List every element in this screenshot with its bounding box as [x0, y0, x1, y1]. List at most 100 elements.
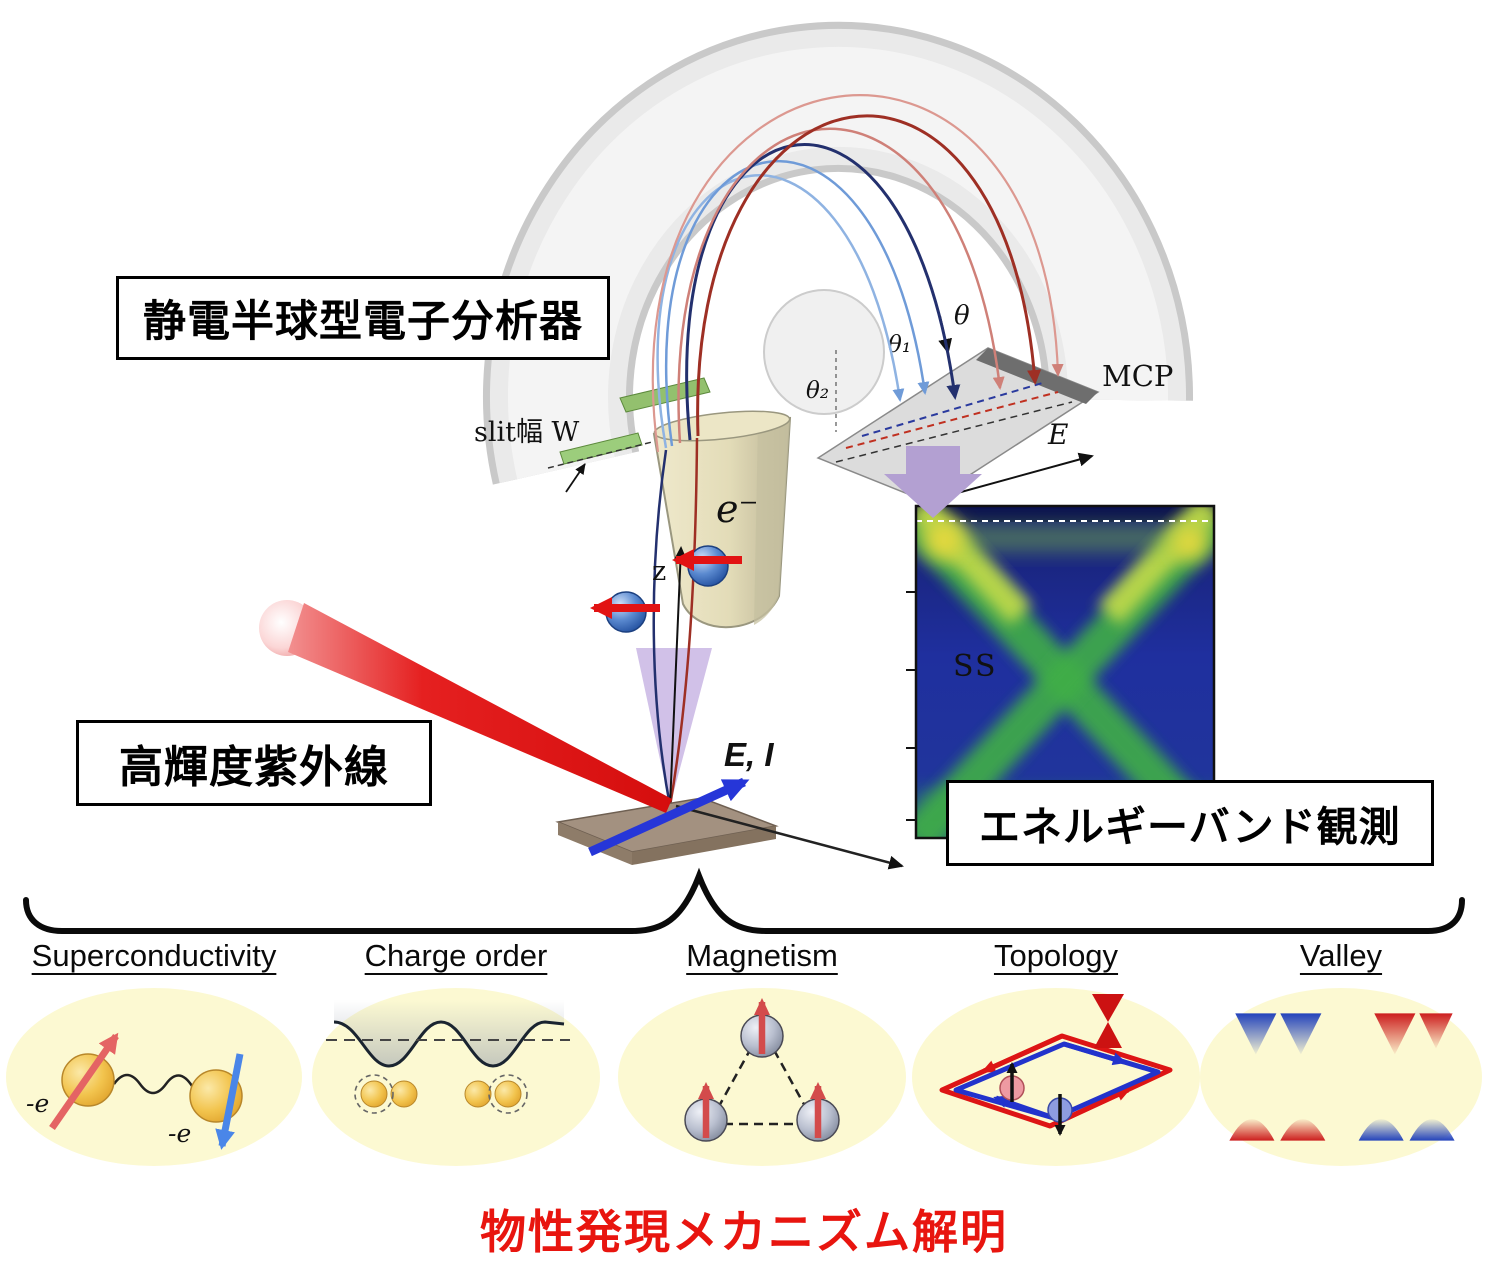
valence-peak-blue	[1358, 1119, 1404, 1141]
sample-stage	[555, 797, 904, 870]
charge-density-shading	[334, 1000, 564, 1066]
topology-graphic	[912, 988, 1200, 1166]
sample-side	[558, 822, 632, 865]
spin-down-arrow	[215, 1053, 244, 1150]
theta-label: θ	[954, 301, 970, 331]
phenomenon-title: Superconductivity	[31, 938, 277, 973]
red-photoelectron-path	[668, 437, 699, 807]
magnetism-schematic	[684, 998, 840, 1142]
valley-schematic	[1229, 1013, 1455, 1141]
band-label-box: エネルギーバンド観測	[946, 780, 1434, 866]
slit-width-label: slit幅 W	[474, 417, 580, 448]
conduction-valley-red	[1419, 1013, 1453, 1049]
conduction-valley-blue	[1280, 1013, 1322, 1055]
blue-current-arrow	[1063, 1041, 1127, 1066]
uv-beam-ray	[288, 603, 672, 813]
uv-beam	[259, 600, 672, 813]
charge-site	[464, 1080, 492, 1108]
charge-site	[390, 1080, 418, 1108]
charge-site	[494, 1080, 522, 1108]
sample-axis-arrow	[675, 804, 904, 870]
spin-up-arrow	[49, 1032, 119, 1130]
valence-peak-blue	[1409, 1119, 1455, 1141]
charge-density-wave	[333, 1020, 565, 1068]
phenomenon-title: Charge order	[364, 938, 548, 973]
phonon-wavy-line	[112, 1073, 194, 1095]
surface-state-label: SS	[953, 649, 998, 684]
electron-lens	[652, 410, 792, 628]
trajectory-lightblue-1	[656, 174, 905, 449]
summary-brace	[23, 867, 1465, 934]
charge-order-graphic	[312, 988, 600, 1166]
sample-to-analyzer-paths	[652, 437, 699, 807]
uv-label-box: 高輝度紫外線	[76, 720, 432, 806]
sample-front	[632, 826, 776, 865]
blue-current-arrow	[993, 1095, 1055, 1121]
charge-site-halo	[354, 1074, 394, 1114]
footer-caption: 物性発現メカニズム解明	[480, 1206, 1008, 1258]
phenomenon-charge-order: Charge order	[312, 936, 600, 1166]
electron-sphere-2	[687, 545, 729, 587]
phenomenon-magnetism: Magnetism	[618, 936, 906, 1166]
theta1-label: θ₁	[888, 332, 911, 358]
conduction-valley-blue	[1235, 1013, 1277, 1055]
intensity-spot-right	[1172, 525, 1208, 561]
dirac-cone-upper	[1092, 994, 1124, 1022]
exchange-bond	[716, 1049, 752, 1109]
slit-plate-left	[559, 432, 643, 465]
phenomena-row: Superconductivity -e -e Charge order	[0, 936, 1488, 1178]
field-label: E, I	[724, 736, 774, 773]
z-axis-label: z	[652, 556, 666, 587]
band-label: エネルギーバンド観測	[979, 804, 1401, 850]
z-axis: z	[652, 546, 688, 807]
valence-peak-red	[1229, 1119, 1275, 1141]
valley-graphic	[1200, 988, 1482, 1166]
topology-schematic	[939, 994, 1173, 1136]
phenomenon-title: Topology	[993, 938, 1119, 973]
theta2-label: θ₂	[806, 378, 829, 404]
uv-label: 高輝度紫外線	[119, 743, 389, 792]
charge-site	[360, 1080, 388, 1108]
blue-photoelectron-path	[652, 449, 672, 807]
intensity-spot-left	[924, 520, 964, 560]
superconductivity-schematic: -e -e	[26, 1032, 244, 1150]
magnetism-graphic	[618, 988, 906, 1166]
phenomenon-title: Valley	[1299, 938, 1383, 973]
electron-label: e⁻	[716, 487, 759, 531]
phenomenon-valley: Valley	[1200, 936, 1482, 1166]
charge-order-schematic	[326, 1000, 570, 1114]
minus-e-label-left: -e	[26, 1089, 49, 1118]
band-top-strip	[916, 506, 1214, 522]
charge-site-halo	[488, 1074, 528, 1114]
energy-axis-label: E	[1047, 418, 1068, 451]
analyzer-label-box: 静電半球型電子分析器	[116, 276, 610, 360]
inner-hemisphere	[763, 289, 885, 415]
z-axis-arrow	[669, 546, 688, 807]
plate-red-dashed-line	[845, 391, 1059, 449]
conduction-valley-red	[1374, 1013, 1416, 1055]
trajectory-lightblue-2	[664, 159, 930, 447]
dirac-cone-lower	[1094, 1022, 1122, 1048]
band-image: SS	[906, 504, 1216, 840]
mcp-to-band-arrow	[884, 446, 982, 518]
plate-blue-dashed-line	[861, 381, 1047, 437]
valence-peak-red	[1280, 1119, 1326, 1141]
phenomenon-title: Magnetism	[686, 938, 838, 973]
photoelectrons: e⁻	[590, 487, 759, 633]
sample-field: E, I	[588, 736, 774, 857]
phenomenon-topology: Topology	[912, 936, 1200, 1166]
lens-shading	[754, 418, 790, 625]
band-image-content: SS	[916, 506, 1214, 838]
plate-black-dashed-line	[835, 401, 1073, 463]
top-intensity-smear	[920, 525, 1210, 551]
red-current-arrow	[981, 1033, 1064, 1074]
electron-trajectories	[651, 94, 1064, 453]
trajectory-lightred-2	[651, 94, 1064, 453]
slit-width-arrow	[565, 463, 586, 493]
superconductivity-graphic: -e -e	[6, 988, 302, 1166]
trajectory-darkred	[696, 114, 1042, 437]
exchange-bond	[772, 1049, 808, 1109]
phenomenon-superconductivity: Superconductivity -e -e	[6, 936, 302, 1166]
field-arrow	[588, 777, 750, 857]
